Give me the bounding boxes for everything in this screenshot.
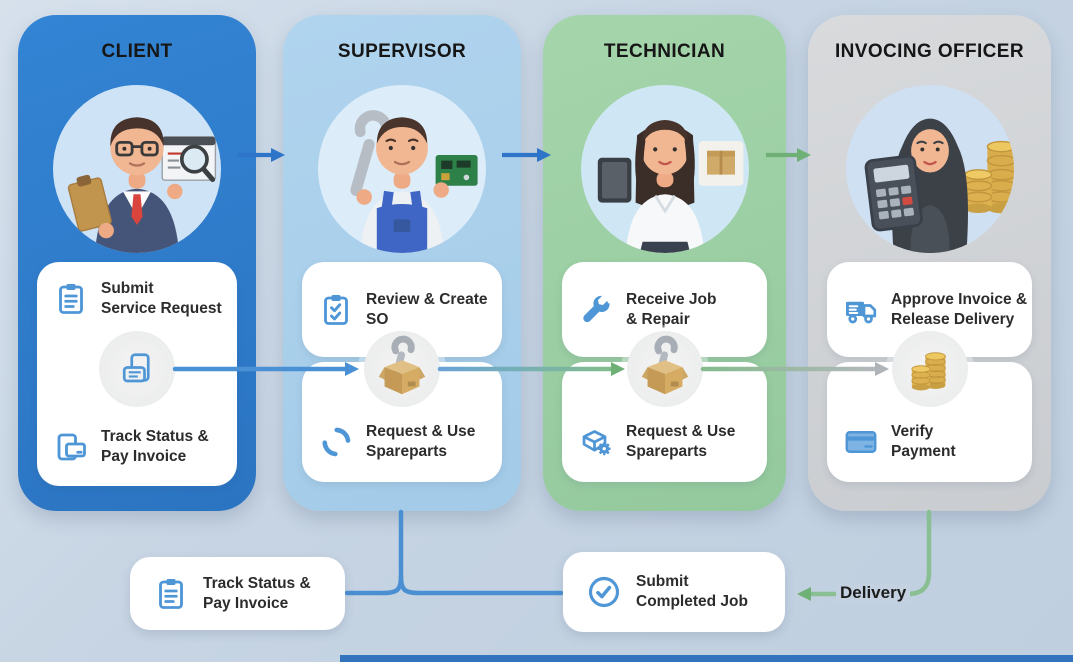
supervisor-avatar: [318, 85, 486, 253]
sparepart-box-wrench-3d: [641, 335, 688, 395]
supervisor-branch-connector: [344, 509, 564, 596]
client-businessman-illustration: [67, 117, 217, 253]
clipboard-list-icon: [52, 280, 90, 318]
invoicing-officer-illustration: [864, 118, 1014, 253]
bottom-card-label: Track Status &Pay Invoice: [203, 574, 311, 612]
gold-coins-3d: [910, 352, 946, 391]
phone-chat-icon: [122, 353, 150, 383]
delivery-flow-label: Delivery: [836, 583, 911, 603]
technician-woman-illustration: [597, 120, 743, 253]
task-label: Receive Job& Repair: [626, 290, 717, 328]
phone-handsets-icon: [317, 423, 355, 461]
supervisor-mechanic-illustration: [350, 110, 478, 253]
bottom-card-track-status-pay-invoice: Track Status &Pay Invoice: [130, 557, 345, 630]
column-technician: TECHNICIAN: [543, 15, 786, 511]
task-label: Approve Invoice &Release Delivery: [891, 290, 1028, 328]
column-title-client: CLIENT: [101, 41, 173, 62]
delivery-connector: [797, 509, 932, 601]
column-client: CLIENT: [18, 15, 256, 511]
sparepart-hub: [626, 331, 703, 407]
task-label: Track Status &Pay Invoice: [101, 428, 209, 466]
delivery-truck-icon: [842, 291, 880, 329]
clipboard-list-icon: [152, 575, 190, 613]
invoicing-officer-avatar: [845, 85, 1014, 253]
credit-card-icon: [842, 423, 880, 461]
card-wallet-icon: [52, 428, 90, 466]
column-title-technician: TECHNICIAN: [603, 41, 726, 62]
column-title-supervisor: SUPERVISOR: [337, 41, 467, 62]
bottom-accent-bar: [340, 655, 1073, 662]
clipboard-check-icon: [317, 291, 355, 329]
communication-hub: [99, 331, 175, 407]
sparepart-hub: [364, 331, 440, 407]
box-gear-icon: [577, 423, 615, 461]
technician-avatar: [580, 85, 749, 253]
column-supervisor: SUPERVISOR: [283, 15, 521, 511]
client-avatar: [53, 85, 221, 253]
wrench-icon: [577, 291, 615, 329]
task-track-status-pay-invoice: Track Status &Pay Invoice: [52, 427, 227, 467]
column-invoicing-officer: INVOCING OFFICER: [808, 15, 1051, 511]
payment-hub: [891, 331, 968, 407]
sparepart-box-wrench-3d: [378, 335, 426, 395]
column-title-invoicing-officer: INVOCING OFFICER: [834, 41, 1024, 62]
check-circle-icon: [585, 573, 623, 611]
